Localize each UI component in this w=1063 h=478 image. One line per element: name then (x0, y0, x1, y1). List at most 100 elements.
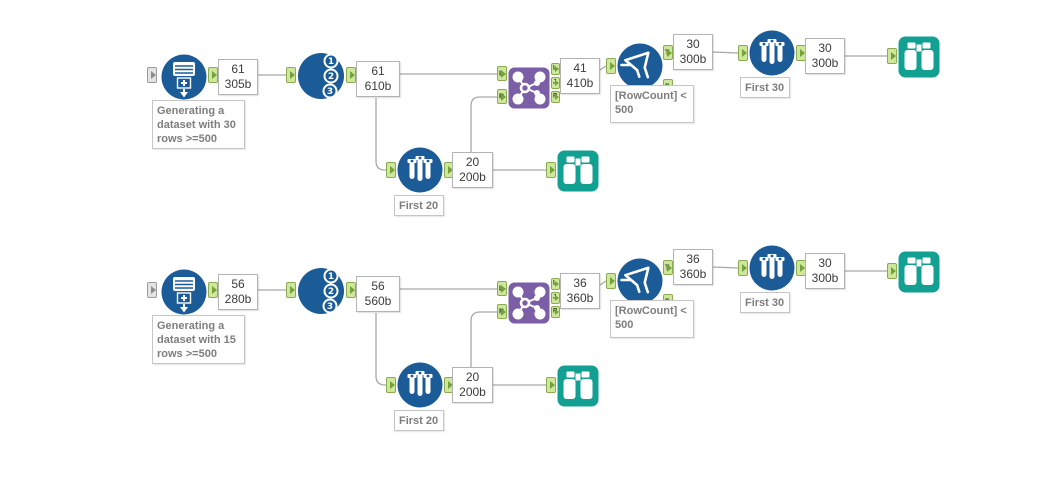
record-count-annotation[interactable]: 36 360b (560, 273, 600, 309)
browse-tool[interactable] (557, 150, 599, 197)
anchor-arrow-icon (610, 62, 615, 70)
anchor-arrow-icon (742, 264, 747, 272)
input-anchor[interactable] (887, 263, 897, 279)
input-anchor[interactable] (606, 273, 616, 289)
wire[interactable] (712, 266, 739, 269)
anchor-arrow-icon (891, 267, 896, 275)
join-left-output-anchor[interactable]: L (551, 63, 560, 75)
anchor-arrow-icon (555, 281, 559, 287)
input-anchor[interactable] (606, 58, 616, 74)
record-count-annotation[interactable]: 61 305b (218, 59, 258, 95)
sample-icon (749, 30, 795, 76)
wire[interactable] (470, 96, 497, 152)
wire[interactable] (470, 311, 497, 367)
anchor-arrow-icon (350, 71, 355, 79)
record-id-tool[interactable] (297, 267, 345, 320)
row-count: 61 (371, 64, 385, 78)
record-count-annotation[interactable]: 56 280b (218, 274, 258, 310)
anchor-arrow-icon (390, 166, 395, 174)
anchor-arrow-icon (501, 284, 506, 293)
browse-tool[interactable] (898, 251, 940, 298)
input-anchor[interactable] (738, 260, 748, 276)
sample-tool[interactable] (397, 362, 443, 413)
join-left-output-anchor[interactable]: L (551, 278, 560, 290)
sample-tool[interactable] (749, 30, 795, 81)
filter-expression-box[interactable]: [RowCount] < 500 (610, 85, 694, 123)
output-anchor[interactable] (208, 282, 218, 298)
join-right-input-anchor[interactable]: R (497, 89, 507, 104)
record-count-annotation[interactable]: 41 410b (560, 58, 600, 94)
record-count-annotation[interactable]: 20 200b (452, 367, 493, 403)
record-count-annotation[interactable]: 20 200b (452, 152, 493, 188)
record-count-annotation[interactable]: 30 300b (673, 34, 713, 70)
row-count: 20 (465, 370, 480, 384)
join-left-input-anchor[interactable]: L (497, 281, 507, 296)
join-tool[interactable] (507, 281, 551, 329)
wire[interactable] (375, 313, 386, 386)
input-anchor[interactable] (887, 48, 897, 64)
anchor-arrow-icon (800, 49, 805, 57)
filter-expression-box[interactable]: [RowCount] < 500 (610, 300, 694, 338)
comment-box[interactable]: Generating a dataset with 15 rows >=500 (152, 315, 245, 364)
input-anchor[interactable] (738, 45, 748, 61)
input-anchor[interactable] (546, 377, 556, 393)
record-id-tool[interactable] (297, 52, 345, 105)
filter-true-output-anchor[interactable]: T (663, 260, 673, 275)
comment-box[interactable]: First 20 (394, 195, 444, 216)
input-anchor[interactable] (147, 282, 157, 298)
input-anchor[interactable] (147, 67, 157, 83)
connection-wires (258, 266, 887, 386)
comment-box[interactable]: First 20 (394, 410, 444, 431)
data-size: 200b (459, 385, 486, 399)
join-join-output-anchor[interactable]: J (551, 77, 560, 89)
record-count-annotation[interactable]: 61 610b (356, 61, 400, 97)
anchor-arrow-icon (555, 295, 559, 301)
comment-box[interactable]: Generating a dataset with 30 rows >=500 (152, 100, 245, 149)
record-count-annotation[interactable]: 30 300b (805, 38, 845, 74)
data-size: 300b (811, 271, 839, 285)
browse-tool[interactable] (557, 365, 599, 412)
wire[interactable] (599, 65, 607, 71)
row-count: 56 (231, 277, 245, 291)
input-anchor[interactable] (286, 67, 296, 83)
generate-rows-icon (160, 53, 208, 101)
record-count-annotation[interactable]: 36 360b (673, 249, 713, 285)
comment-box[interactable]: First 30 (740, 77, 790, 98)
record-count-annotation[interactable]: 56 560b (356, 276, 400, 312)
generate-rows-tool[interactable] (160, 268, 208, 320)
anchor-arrow-icon (550, 166, 555, 174)
anchor-arrow-icon (742, 49, 747, 57)
join-right-output-anchor[interactable]: R (551, 91, 560, 103)
row-count: 30 (686, 37, 700, 51)
join-right-input-anchor[interactable]: R (497, 304, 507, 319)
browse-tool[interactable] (898, 36, 940, 83)
sample-tool[interactable] (397, 147, 443, 198)
join-right-output-anchor[interactable]: R (551, 306, 560, 318)
input-anchor[interactable] (386, 377, 396, 393)
sample-tool[interactable] (749, 245, 795, 296)
output-anchor[interactable] (346, 67, 356, 83)
generate-rows-tool[interactable] (160, 53, 208, 105)
sample-icon (749, 245, 795, 291)
input-anchor[interactable] (546, 162, 556, 178)
input-anchor[interactable] (286, 282, 296, 298)
join-icon (507, 281, 551, 325)
output-anchor[interactable] (208, 67, 218, 83)
wire[interactable] (599, 280, 607, 286)
data-size: 300b (679, 52, 707, 66)
wire[interactable] (712, 51, 739, 54)
join-icon (507, 66, 551, 110)
join-join-output-anchor[interactable]: J (551, 292, 560, 304)
anchor-arrow-icon (555, 94, 559, 100)
anchor-arrow-icon (501, 69, 506, 78)
anchor-arrow-icon (555, 80, 559, 86)
data-size: 305b (224, 77, 252, 91)
input-anchor[interactable] (386, 162, 396, 178)
filter-true-output-anchor[interactable]: T (663, 45, 673, 60)
output-anchor[interactable] (346, 282, 356, 298)
comment-box[interactable]: First 30 (740, 292, 790, 313)
join-tool[interactable] (507, 66, 551, 114)
wire[interactable] (375, 98, 386, 171)
join-left-input-anchor[interactable]: L (497, 66, 507, 81)
record-count-annotation[interactable]: 30 300b (805, 253, 845, 289)
